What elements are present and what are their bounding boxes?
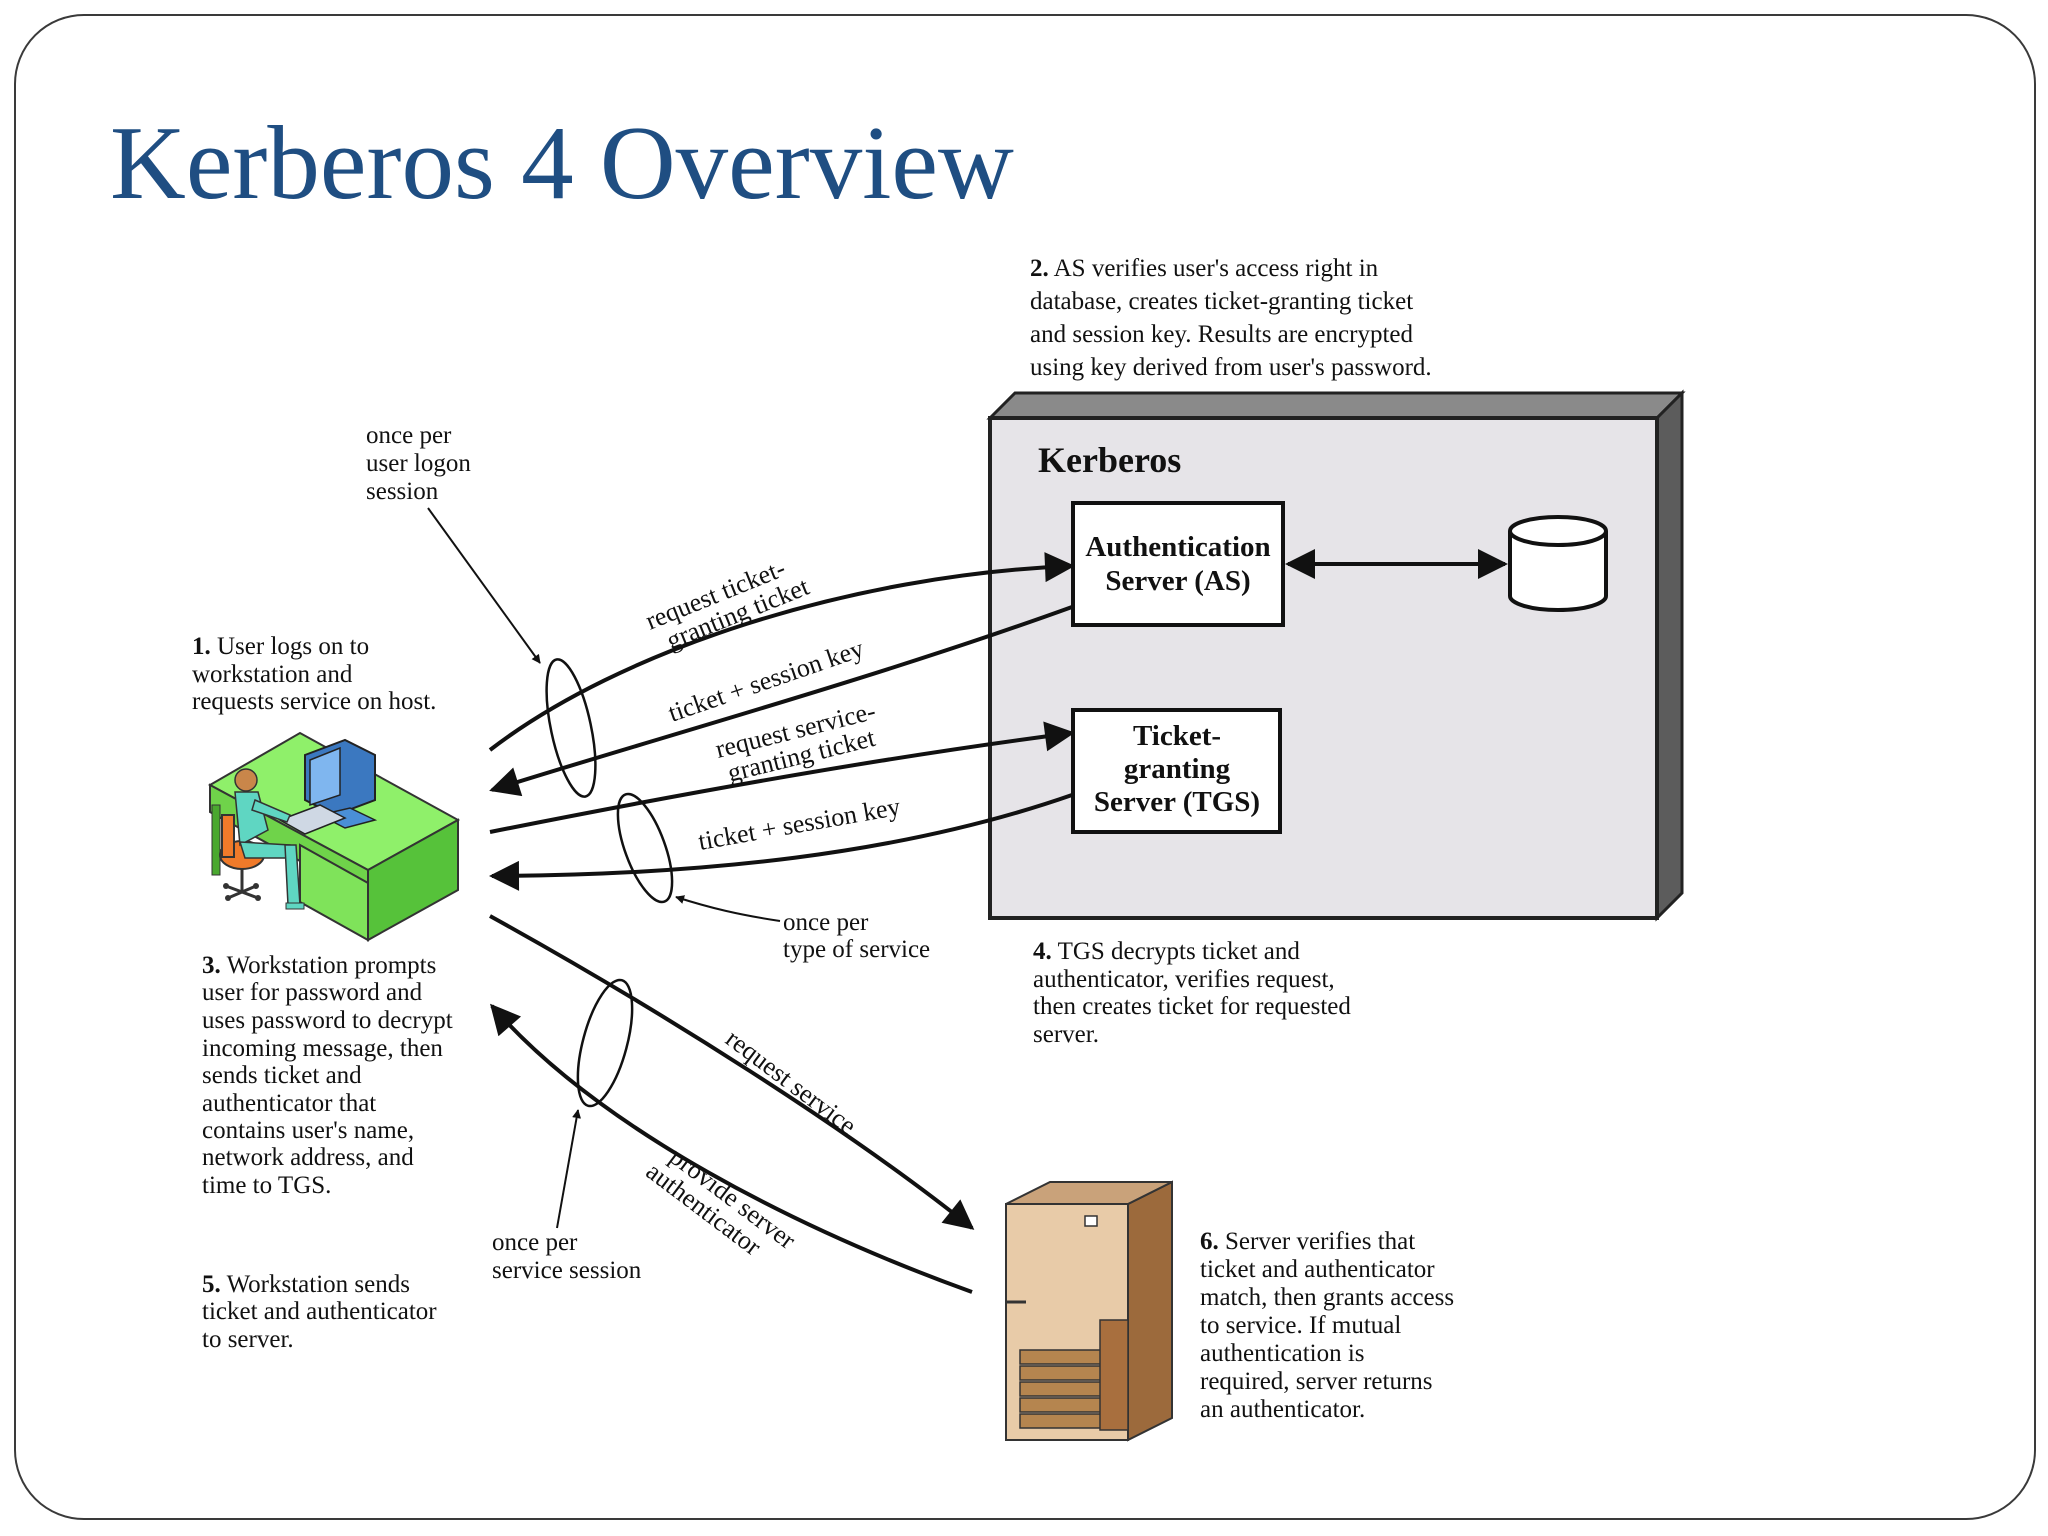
tgs-label-line2: granting xyxy=(1124,753,1231,785)
step-6-line4: to service. If mutual xyxy=(1200,1312,1401,1339)
as-label-line1: Authentication xyxy=(1085,531,1270,563)
provide-authenticator-label: provide server authenticator xyxy=(641,1142,802,1262)
step-3-line5: sends ticket and xyxy=(202,1062,362,1089)
step-2-number: 2. xyxy=(1030,255,1049,282)
kerberos-box: Kerberos xyxy=(986,389,1686,922)
service-type-note-line1: once per xyxy=(783,909,869,936)
request-service-label: request service xyxy=(720,1024,861,1141)
step-1-line2: workstation and xyxy=(192,661,353,688)
svg-text:4. TGS decrypts ticket and: 4. TGS decrypts ticket and xyxy=(1033,938,1300,965)
step-6-line2: ticket and authenticator xyxy=(1200,1256,1435,1283)
logon-note-line3: session xyxy=(366,478,439,505)
step-6-line5: authentication is xyxy=(1200,1340,1365,1367)
svg-text:3. Workstation prompts: 3. Workstation prompts xyxy=(202,952,436,979)
svg-text:2. AS verifies user's access r: 2. AS verifies user's access right in xyxy=(1030,255,1379,282)
server-icon xyxy=(1005,1180,1173,1442)
step-5-text: 5. Workstation sends ticket and authenti… xyxy=(202,1271,437,1353)
step-4-text: 4. TGS decrypts ticket and authenticator… xyxy=(1033,938,1351,1048)
tgs-label-line3: Server (TGS) xyxy=(1094,786,1260,818)
step-3-line2: user for password and xyxy=(202,979,423,1006)
database-icon xyxy=(1508,515,1608,612)
logon-note-line1: once per xyxy=(366,422,452,449)
step-6-line6: required, server returns xyxy=(1200,1368,1433,1395)
logon-note-line2: user logon xyxy=(366,450,471,477)
step-4-line3: then creates ticket for requested xyxy=(1033,993,1351,1020)
step-1-line1: User logs on to xyxy=(217,633,369,660)
tgs-label-line1: Ticket- xyxy=(1133,720,1221,752)
request-tgt-label: request ticket- granting ticket xyxy=(641,553,813,655)
step-4-line1: TGS decrypts ticket and xyxy=(1058,938,1301,965)
step-1-text: 1. User logs on to workstation and reque… xyxy=(192,633,436,715)
request-tgt-arrow xyxy=(488,552,1075,752)
logon-pointer xyxy=(427,507,541,664)
step-1-line3: requests service on host. xyxy=(192,688,436,715)
service-session-note-line2: service session xyxy=(492,1257,642,1284)
step-3-line8: network address, and xyxy=(202,1144,414,1171)
service-session-ellipse xyxy=(576,978,634,1108)
step-4-number: 4. xyxy=(1033,938,1052,965)
step-5-number: 5. xyxy=(202,1271,221,1298)
step-3-line6: authenticator that xyxy=(202,1090,376,1117)
step-2-line1: AS verifies user's access right in xyxy=(1054,255,1379,282)
service-session-pointer xyxy=(556,1109,582,1229)
service-type-pointer xyxy=(675,895,781,922)
step-5-line2: ticket and authenticator xyxy=(202,1298,437,1325)
logon-session-ellipse xyxy=(545,658,597,798)
step-3-line7: contains user's name, xyxy=(202,1117,414,1144)
svg-text:5. Workstation sends: 5. Workstation sends xyxy=(202,1271,410,1298)
step-3-text: 3. Workstation prompts user for password… xyxy=(202,952,453,1199)
step-3-line4: incoming message, then xyxy=(202,1035,443,1062)
step-5-line1: Workstation sends xyxy=(227,1271,410,1298)
step-3-line1: Workstation prompts xyxy=(227,952,437,979)
service-session-note-line1: once per xyxy=(492,1229,578,1256)
svg-text:6. Server verifies that: 6. Server verifies that xyxy=(1200,1228,1415,1255)
provide-authenticator-arrow xyxy=(490,1003,973,1294)
step-2-text: 2. AS verifies user's access right in da… xyxy=(1030,255,1432,381)
service-session-note: once per service session xyxy=(492,1229,642,1284)
step-4-line4: server. xyxy=(1033,1021,1099,1048)
service-type-note-line2: type of service xyxy=(783,936,930,963)
step-2-line4: using key derived from user's password. xyxy=(1030,354,1432,381)
step-6-number: 6. xyxy=(1200,1228,1219,1255)
workstation-icon xyxy=(207,731,461,942)
service-type-note: once per type of service xyxy=(783,909,930,963)
step-3-line9: time to TGS. xyxy=(202,1172,331,1199)
step-5-line3: to server. xyxy=(202,1326,294,1353)
step-4-line2: authenticator, verifies request, xyxy=(1033,966,1335,993)
service-type-ellipse xyxy=(616,792,674,904)
step-6-line1: Server verifies that xyxy=(1225,1228,1415,1255)
step-3-line3: uses password to decrypt xyxy=(202,1007,453,1034)
kerberos-label: Kerberos xyxy=(1038,440,1181,480)
step-2-line3: and session key. Results are encrypted xyxy=(1030,321,1413,348)
svg-text:1. User logs on to: 1. User logs on to xyxy=(192,633,369,660)
step-2-line2: database, creates ticket-granting ticket xyxy=(1030,288,1413,315)
step-3-number: 3. xyxy=(202,952,221,979)
step-6-line3: match, then grants access xyxy=(1200,1284,1454,1311)
logon-session-note: once per user logon session xyxy=(366,422,471,505)
tgs-box: Ticket- granting Server (TGS) xyxy=(1071,708,1282,834)
as-box: Authentication Server (AS) xyxy=(1071,501,1285,627)
request-sgt-arrow xyxy=(489,721,1075,834)
request-service-text: request service xyxy=(720,1024,861,1141)
step-6-text: 6. Server verifies that ticket and authe… xyxy=(1200,1228,1454,1423)
as-label-line2: Server (AS) xyxy=(1105,565,1250,597)
ticket-session-key-2-arrow xyxy=(489,793,1073,891)
step-6-line7: an authenticator. xyxy=(1200,1396,1365,1423)
step-1-number: 1. xyxy=(192,633,211,660)
request-service-arrow xyxy=(489,914,975,1230)
slide-title: Kerberos 4 Overview xyxy=(110,104,1014,221)
